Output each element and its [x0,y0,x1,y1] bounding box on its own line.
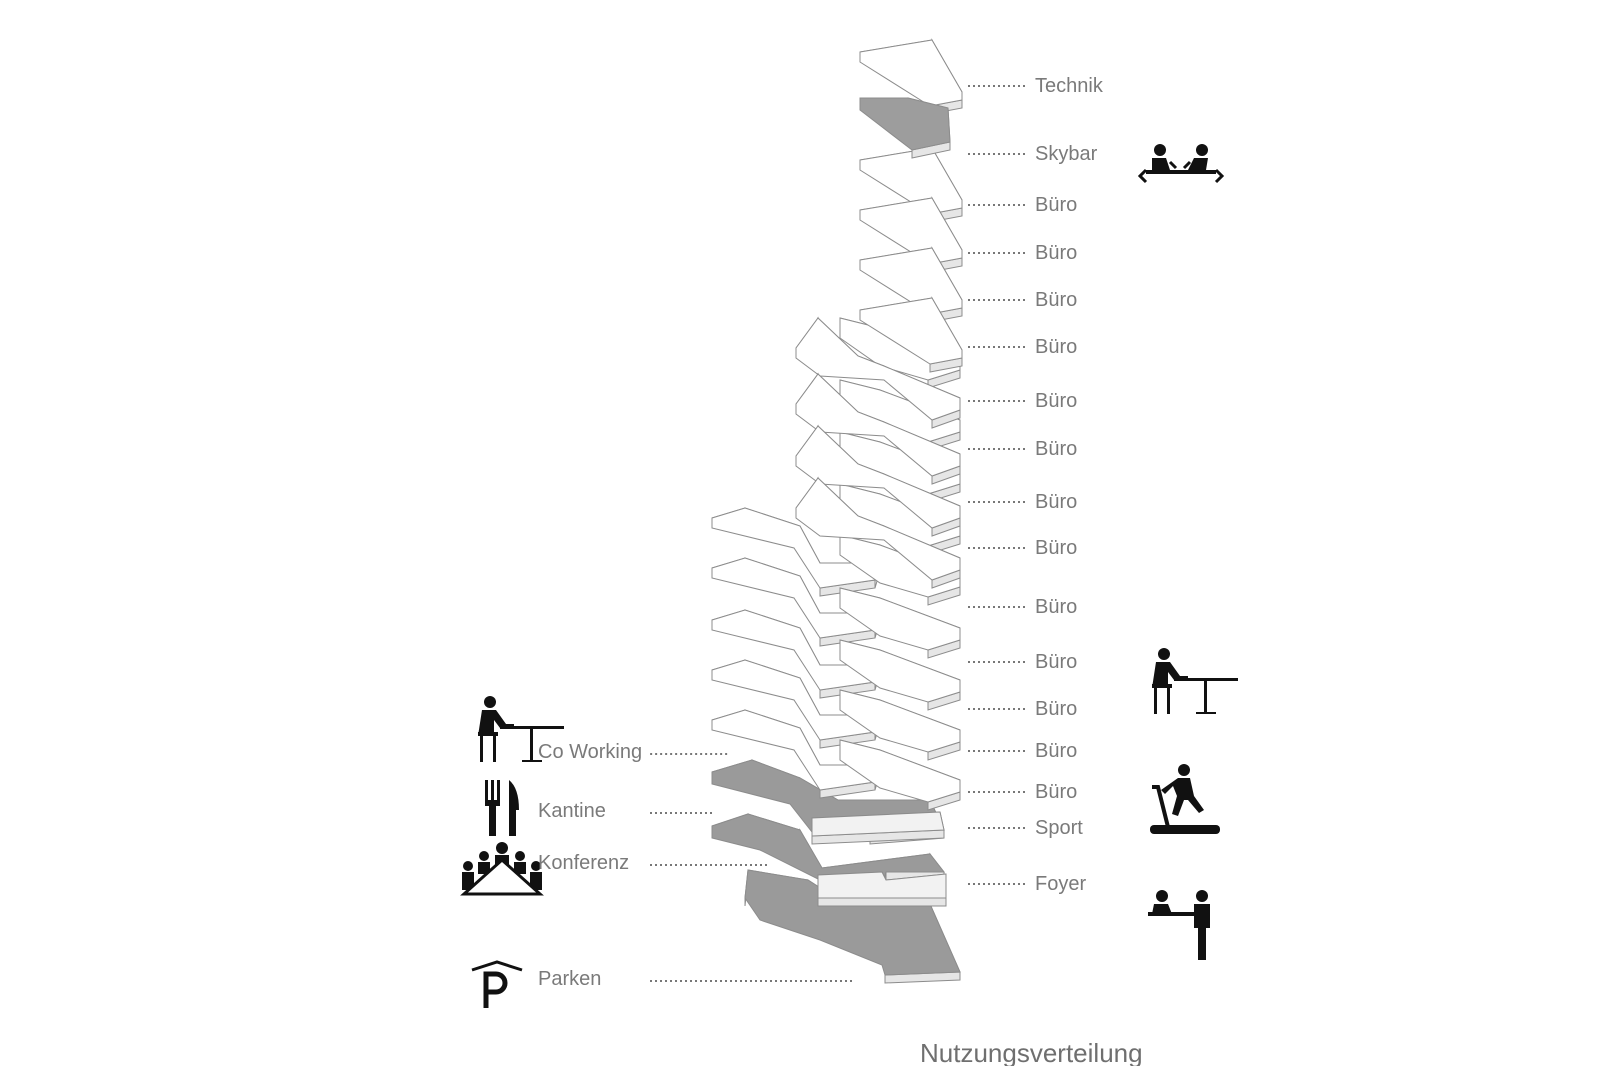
floor-label-büro-5: Büro [1035,336,1078,358]
floor-label-skybar-1: Skybar [1035,143,1098,165]
floor-label-büro-11: Büro [1035,651,1078,673]
floor-label-büro-7: Büro [1035,438,1078,460]
floor-label-büro-12: Büro [1035,698,1078,720]
slab-skybar [859,97,951,151]
floor-label-technik-0: Technik [1035,75,1103,97]
bottom-caption: Nutzungsverteilung [920,1040,1143,1066]
floor-label-büro-13: Büro [1035,740,1078,762]
floor-label-büro-6: Büro [1035,390,1078,412]
bar-people-icon [1137,144,1225,184]
conference-table-icon [460,842,544,896]
floor-label-foyer-16: Foyer [1035,873,1087,895]
slab-foyer [817,871,947,899]
parking-icon [471,960,523,1008]
floor-label-büro-9: Büro [1035,537,1078,559]
coworking-desk-icon [478,696,564,762]
slab-tower-0 [859,39,963,107]
floor-label-parken: Parken [538,968,602,990]
slab-tower-3 [859,247,963,315]
treadmill-icon [1150,764,1220,834]
floor-label-büro-14: Büro [1035,781,1078,803]
slab-tower-4 [859,297,963,365]
floor-label-büro-3: Büro [1035,242,1078,264]
slab-step-3 [795,477,961,581]
slab-middle-wing-0 [839,739,961,803]
slab-step-1 [795,373,961,477]
slab-middle-wing-1 [839,689,961,753]
slab-konferenz [711,813,946,881]
floor-label-co-working: Co Working [538,741,643,763]
desk-worker-icon [1152,648,1238,714]
floor-label-büro-2: Büro [1035,194,1078,216]
floor-label-büro-10: Büro [1035,596,1078,618]
slab-middle-wing-3 [839,587,961,651]
floor-label-sport-15: Sport [1035,817,1083,839]
slab-sport [811,811,945,837]
floor-label-büro-8: Büro [1035,491,1078,513]
slab-tower-2 [859,197,963,265]
floor-label-büro-4: Büro [1035,289,1078,311]
reception-icon [1148,890,1210,960]
floor-label-kantine: Kantine [538,800,606,822]
slab-middle-wing-2 [839,639,961,703]
floor-slabs [711,38,963,984]
slab-middle-wing-4 [839,534,961,598]
slab-step-0 [795,317,961,421]
slab-foyer-edge [817,897,947,907]
leader-lines [650,85,1026,982]
floor-label-konferenz: Konferenz [538,852,630,874]
slab-step-2 [795,425,961,529]
fork-knife-icon [485,780,519,836]
